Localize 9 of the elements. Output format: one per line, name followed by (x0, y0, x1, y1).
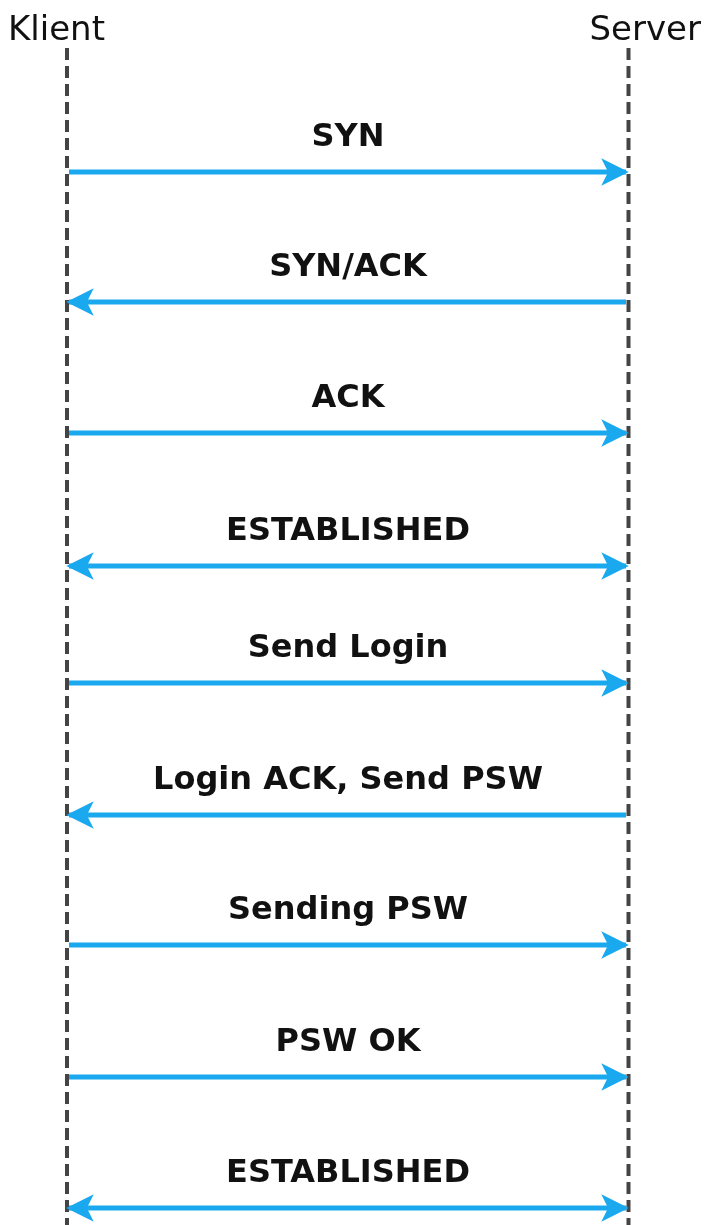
message-arrow (69, 1063, 629, 1091)
message-arrow (66, 801, 626, 829)
message-arrow (66, 552, 629, 580)
message-arrow (66, 1194, 629, 1222)
message-arrow (69, 669, 629, 697)
message-arrow (69, 419, 629, 447)
message-arrow (69, 931, 629, 959)
message-arrow (66, 288, 626, 316)
message-arrow (69, 158, 629, 186)
